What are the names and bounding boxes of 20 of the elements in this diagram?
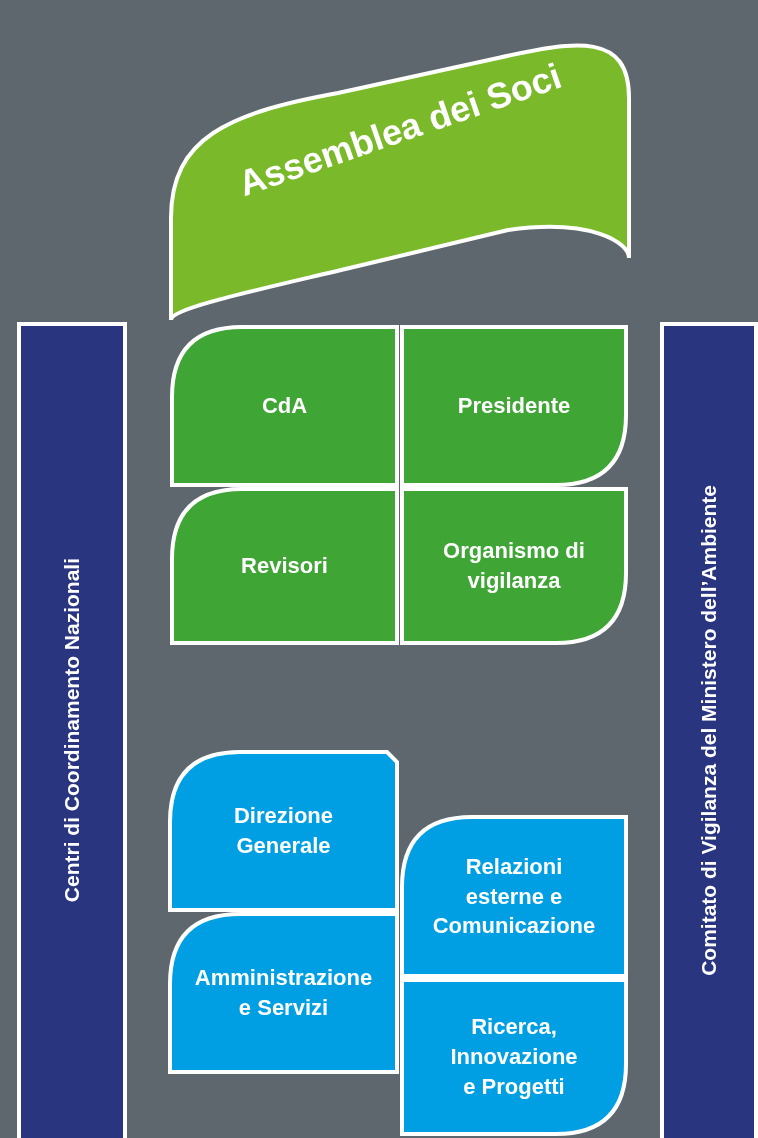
box-label: CdA xyxy=(261,392,308,421)
box-label: Relazioni esterne e Comunicazione xyxy=(431,852,597,941)
org-box xyxy=(400,978,628,1136)
org-box xyxy=(170,487,399,645)
org-box xyxy=(400,815,628,978)
side-panel xyxy=(17,322,127,1138)
box-label: Organismo di vigilanza xyxy=(442,537,586,595)
panel-label: Centri di Coordinamento Nazionali xyxy=(58,557,84,903)
box-label: Presidente xyxy=(457,392,571,421)
box-label: Ricerca, Innovazione e Progetti xyxy=(449,1013,579,1101)
panel-label: Comitato di Vigilanza del Ministero dell’Ambiente xyxy=(695,484,721,976)
org-box xyxy=(400,325,628,487)
side-panel xyxy=(660,322,758,1138)
box-label: Revisori xyxy=(241,552,328,581)
box-label: Direzione Generale xyxy=(233,802,334,860)
org-box xyxy=(170,325,399,487)
org-box xyxy=(168,912,399,1074)
box-label: Amministrazione e Servizi xyxy=(193,964,374,1022)
org-box xyxy=(400,487,628,645)
org-box xyxy=(168,750,399,912)
